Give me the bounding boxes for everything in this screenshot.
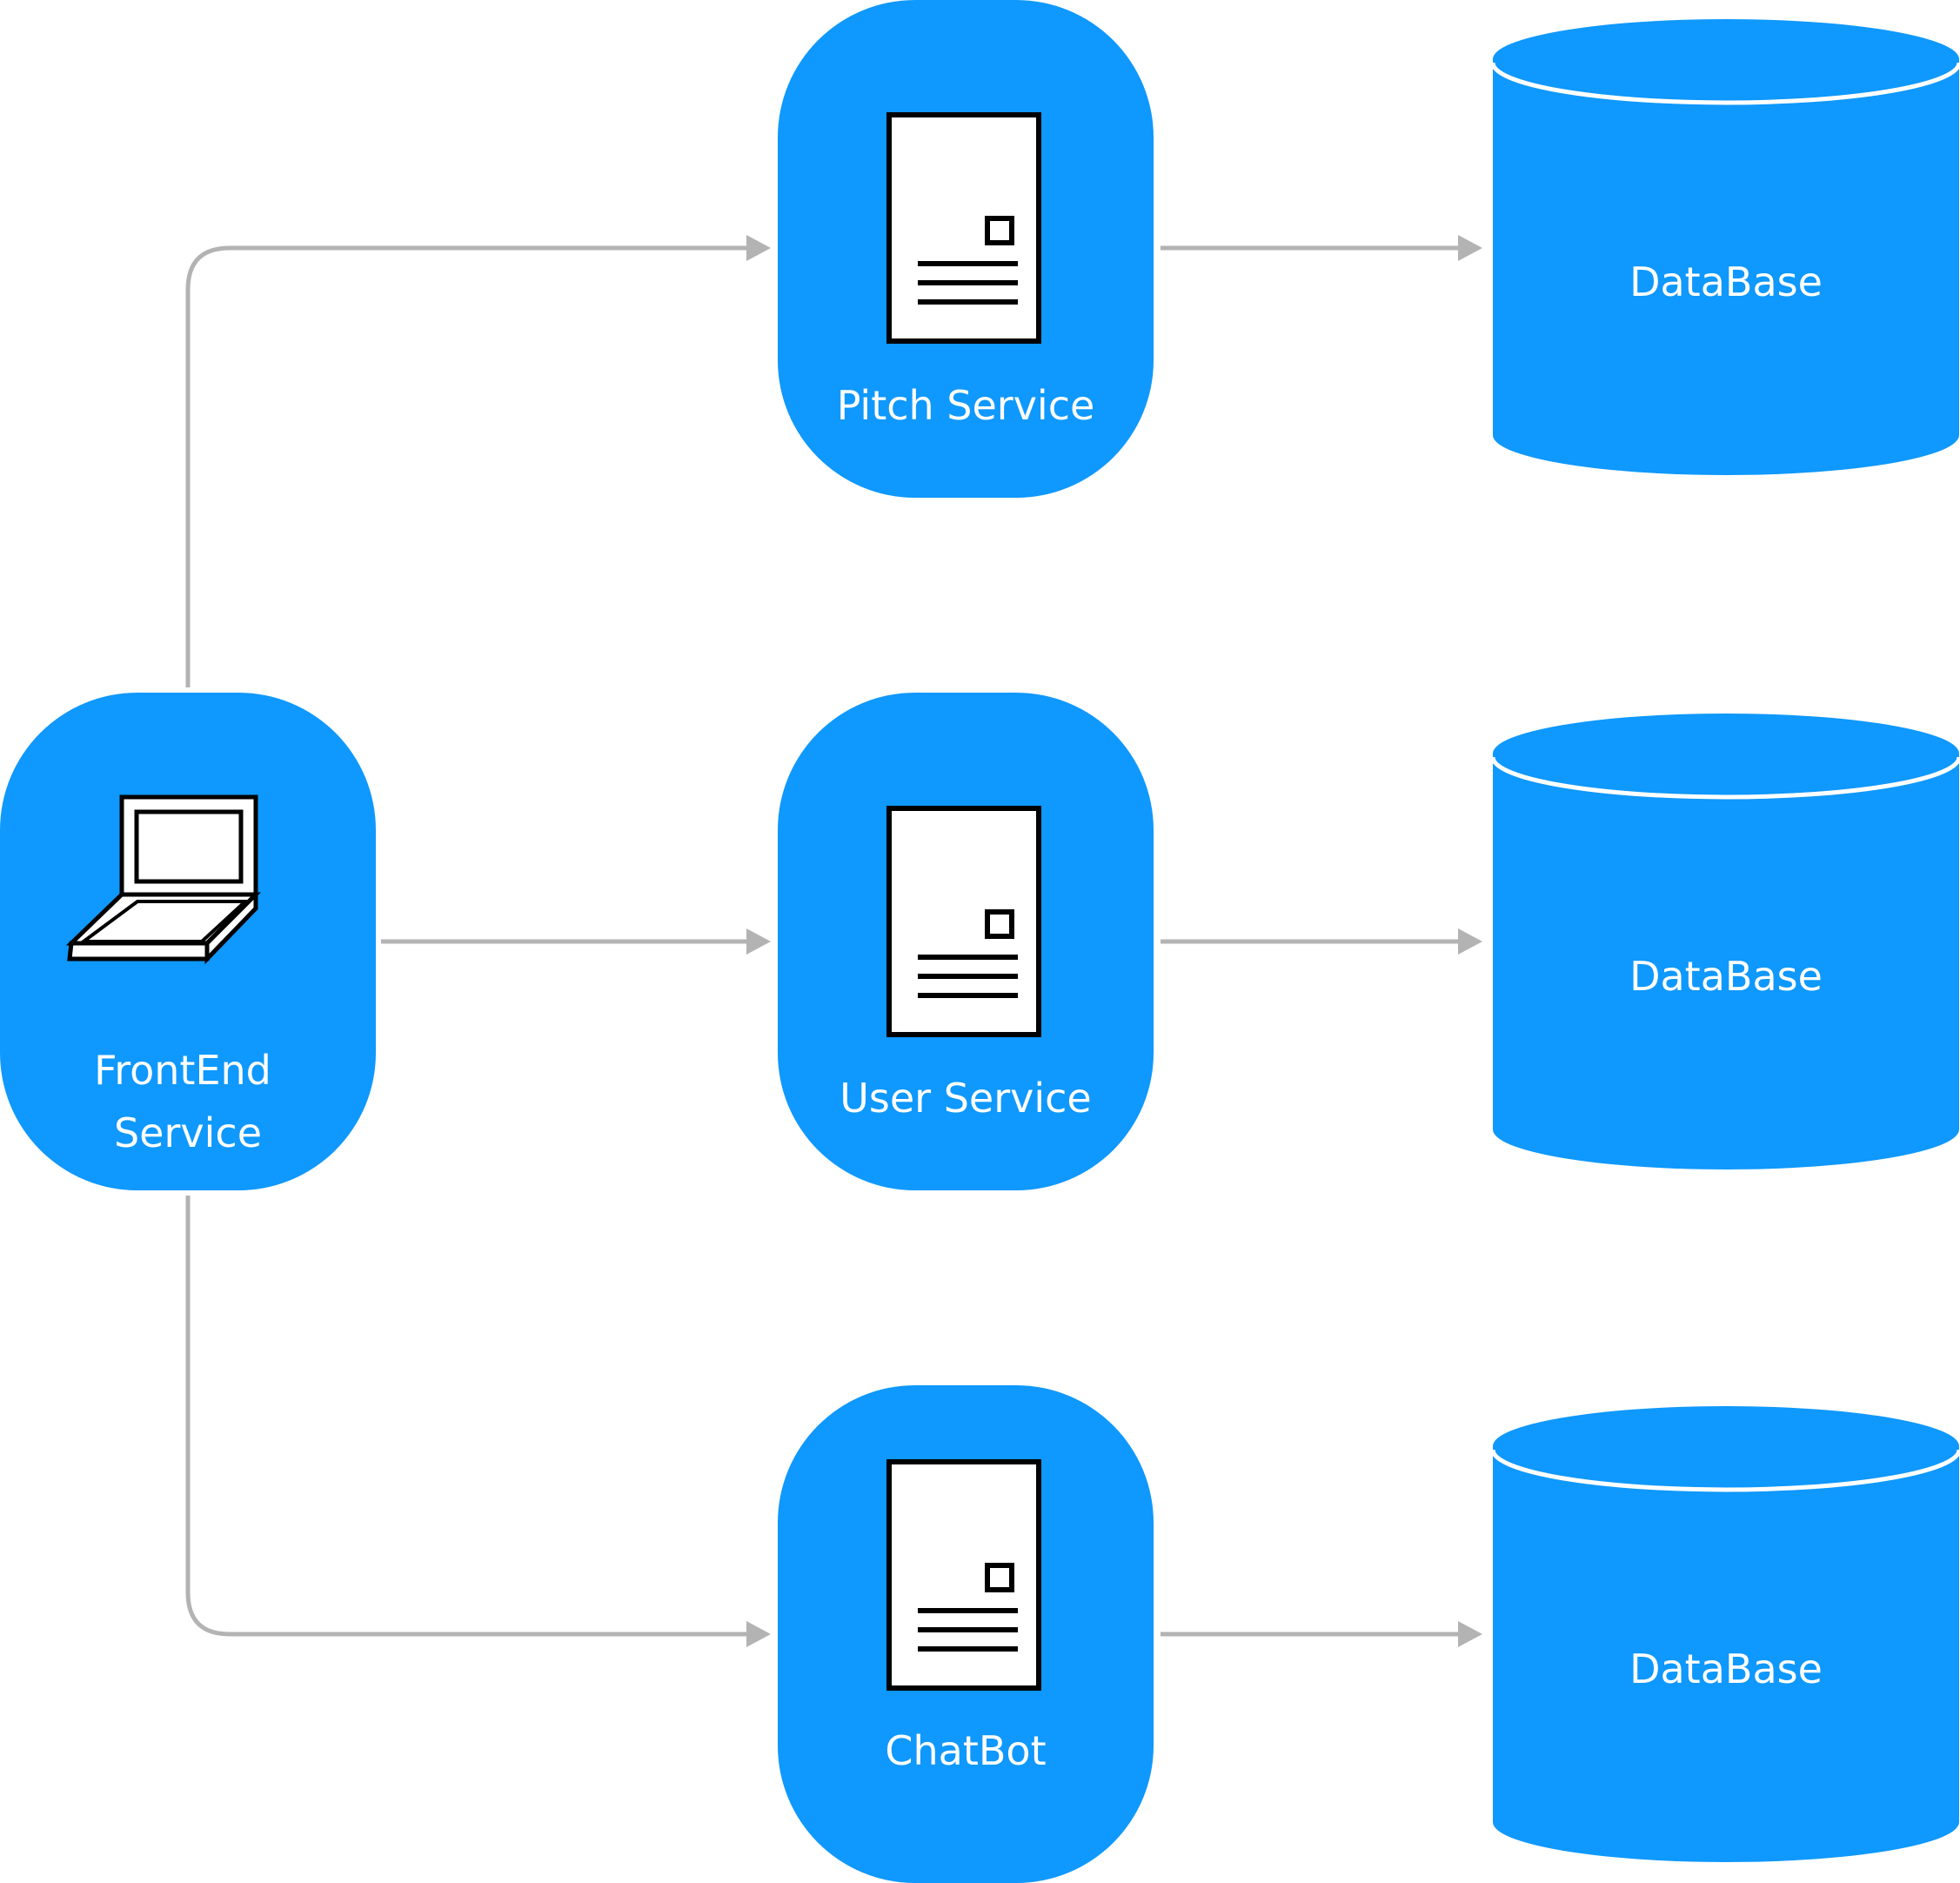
- arrowhead: [746, 235, 771, 261]
- connectors: [185, 235, 1482, 1647]
- edge-frontend-to-pitch: [185, 235, 771, 687]
- server-document-icon: [886, 112, 1041, 344]
- chatbot-label: ChatBot: [885, 1727, 1046, 1774]
- node-user-service[interactable]: User Service: [778, 693, 1154, 1190]
- database-cylinder-icon: [1490, 714, 1960, 1169]
- arrowhead: [746, 928, 771, 955]
- edge-pitch-to-database: [1161, 235, 1482, 261]
- arrowhead: [1458, 1621, 1482, 1647]
- node-pitch-service[interactable]: Pitch Service: [778, 0, 1154, 498]
- laptop-icon: [65, 794, 262, 965]
- edge-frontend-to-chatbot: [185, 1196, 771, 1647]
- edge-user-to-database: [1161, 928, 1482, 955]
- edge-frontend-to-user: [381, 928, 771, 955]
- node-frontend-service[interactable]: FrontEnd Service: [0, 693, 376, 1190]
- server-document-icon: [886, 1459, 1041, 1691]
- database-label: DataBase: [1629, 1645, 1823, 1692]
- server-document-icon: [886, 806, 1041, 1037]
- database-pitch[interactable]: DataBase: [1490, 19, 1960, 475]
- arrowhead: [1458, 235, 1482, 261]
- database-label: DataBase: [1629, 258, 1823, 305]
- frontend-label-line2: Service: [114, 1109, 262, 1156]
- database-cylinder-icon: [1490, 19, 1960, 475]
- database-cylinder-icon: [1490, 1406, 1960, 1862]
- pitch-service-label: Pitch Service: [837, 382, 1095, 429]
- frontend-label-line1: FrontEnd: [94, 1047, 271, 1094]
- edge-chatbot-to-database: [1161, 1621, 1482, 1647]
- arrowhead: [1458, 928, 1482, 955]
- database-user[interactable]: DataBase: [1490, 714, 1960, 1169]
- node-chatbot[interactable]: ChatBot: [778, 1385, 1154, 1883]
- arrowhead: [746, 1621, 771, 1647]
- database-chatbot[interactable]: DataBase: [1490, 1406, 1960, 1862]
- user-service-label: User Service: [840, 1075, 1091, 1122]
- database-label: DataBase: [1629, 953, 1823, 1000]
